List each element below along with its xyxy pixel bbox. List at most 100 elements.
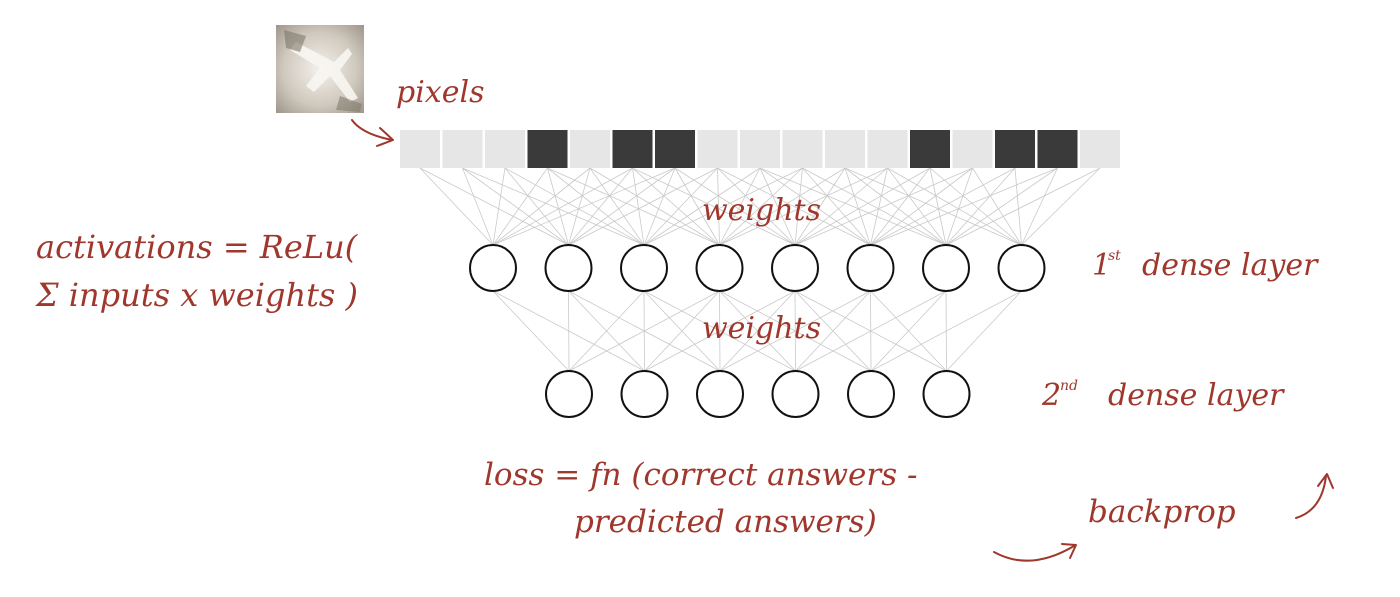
input-pixel — [782, 130, 823, 168]
connection-line — [946, 290, 1022, 372]
neuron — [922, 244, 970, 292]
loss-formula-line1: loss = fn (correct answers - — [484, 457, 917, 493]
neuron — [997, 244, 1046, 292]
backprop-left-arrow-icon — [993, 545, 1075, 562]
connection-line — [568, 290, 645, 372]
connection-line — [945, 290, 947, 372]
svg-text:1: 1 — [1092, 248, 1111, 283]
weights-label-1: weights — [702, 193, 821, 228]
connection-line — [844, 167, 1022, 246]
connection-line — [759, 167, 871, 246]
connection-line — [945, 167, 1016, 246]
connection-line — [1014, 167, 1022, 246]
weights-label-2: weights — [702, 311, 821, 346]
input-pixel — [1037, 130, 1078, 168]
input-pixel — [527, 130, 568, 168]
connection-line — [632, 167, 720, 246]
connection-line — [643, 290, 796, 372]
connection-line — [945, 167, 973, 246]
input-pixel — [655, 130, 695, 168]
connection-line — [492, 167, 506, 246]
connection-line — [492, 167, 633, 246]
connection-line — [643, 167, 803, 246]
input-pixel — [1080, 130, 1120, 168]
activations-formula-line2: Σ inputs x weights ) — [35, 276, 358, 314]
connection-line — [719, 167, 761, 246]
connection-line — [870, 167, 1058, 246]
connection-line — [870, 167, 888, 246]
connection-line — [719, 290, 872, 372]
connection-line — [794, 167, 803, 246]
input-pixel — [995, 130, 1035, 168]
loss-formula-line2: predicted answers) — [574, 504, 877, 540]
connection-line — [719, 167, 803, 246]
neuron — [922, 370, 971, 418]
connection-line — [794, 290, 872, 372]
input-pixel — [740, 130, 780, 168]
neuron — [695, 244, 744, 292]
connection-line — [568, 167, 633, 246]
layer1-label: 1 st dense layer — [1092, 248, 1319, 283]
connection-line — [759, 167, 796, 246]
pixels-arrow-icon — [351, 119, 393, 141]
connection-line — [674, 167, 720, 246]
backprop-label: backprop — [1088, 494, 1236, 530]
connection-line — [568, 167, 591, 246]
input-pixel — [910, 130, 950, 168]
input-pixel — [825, 130, 865, 168]
connection-line — [547, 167, 569, 246]
input-to-layer1-connections — [419, 167, 1101, 246]
pixels-arrowhead-icon — [376, 127, 394, 147]
connection-line — [870, 167, 1016, 246]
connection-line — [492, 167, 591, 246]
connection-line — [492, 167, 548, 246]
connection-line — [589, 167, 645, 246]
connection-line — [717, 167, 796, 246]
connection-line — [1021, 167, 1101, 246]
connection-line — [504, 167, 645, 246]
connection-line — [887, 167, 947, 246]
connection-line — [802, 167, 947, 246]
connection-line — [419, 167, 569, 246]
connection-line — [462, 167, 645, 246]
connection-line — [568, 290, 721, 372]
neuron — [847, 370, 895, 418]
neuron — [545, 370, 593, 418]
connection-line — [1021, 167, 1058, 246]
neuron — [620, 370, 669, 418]
connection-line — [492, 167, 676, 246]
neuron — [696, 370, 744, 418]
layer2-label: 2 nd dense layer — [1041, 378, 1285, 413]
connection-line — [717, 167, 871, 246]
input-pixel-row — [400, 130, 1120, 168]
neuron — [771, 244, 819, 292]
connection-line — [419, 167, 494, 246]
connection-line — [844, 167, 871, 246]
connection-line — [870, 167, 931, 246]
svg-text:dense layer: dense layer — [1108, 378, 1285, 413]
backprop-right-arrow-icon — [1295, 475, 1327, 519]
connection-line — [632, 167, 796, 246]
connection-line — [492, 290, 645, 372]
activations-formula-line1: activations = ReLu( — [36, 228, 359, 266]
connection-line — [972, 167, 1022, 246]
input-pixel — [612, 130, 653, 168]
backprop-right-arrowhead-icon — [1317, 473, 1334, 489]
input-pixel — [697, 130, 738, 168]
connection-line — [929, 167, 947, 246]
connection-line — [589, 167, 720, 246]
input-pixel — [867, 130, 908, 168]
connection-line — [504, 167, 569, 246]
dense-layer-1 — [469, 244, 1046, 292]
connection-line — [844, 167, 947, 246]
connection-line — [794, 290, 947, 372]
input-pixel — [442, 130, 483, 168]
connection-line — [568, 167, 718, 246]
input-pixel — [570, 130, 610, 168]
connection-line — [794, 167, 846, 246]
connection-line — [674, 167, 796, 246]
input-pixel — [400, 130, 440, 168]
connection-line — [794, 167, 973, 246]
neuron — [620, 244, 668, 292]
input-image-thumbnail — [276, 25, 364, 113]
